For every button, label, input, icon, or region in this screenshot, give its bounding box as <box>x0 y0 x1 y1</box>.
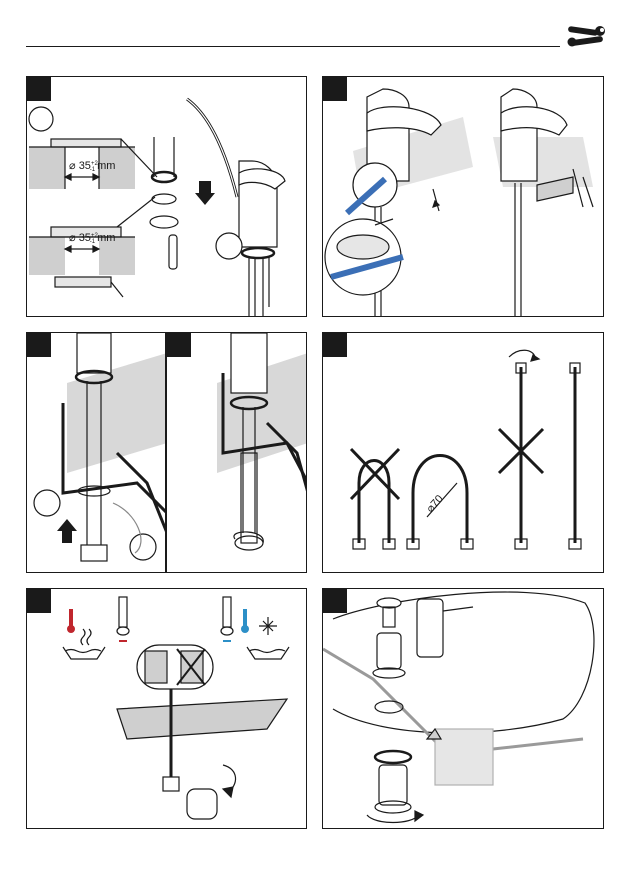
cold-thermometer-icon <box>241 609 289 659</box>
hose-install-2-illustration <box>167 333 307 573</box>
wrench-screwdriver-icon <box>566 22 606 52</box>
hot-thermometer-icon <box>63 609 105 659</box>
step-panel-hose-install <box>26 332 166 573</box>
step-panel-drain-install <box>322 588 604 829</box>
hose-install-illustration <box>27 333 166 573</box>
step-panel-connect-hot-cold <box>26 588 307 829</box>
hose-bend-illustration: ⌀70 <box>323 333 604 573</box>
bend-radius-label: ⌀70 <box>424 493 446 515</box>
header-rule <box>26 46 560 47</box>
step-panel-hose-bend: ⌀70 <box>322 332 604 573</box>
lever-adjust-illustration <box>323 77 604 317</box>
step-panel-hose-install-2 <box>166 332 307 573</box>
step-panel-lever-adjust <box>322 76 604 317</box>
drain-install-illustration <box>323 589 604 829</box>
connect-hot-cold-illustration <box>27 589 307 829</box>
